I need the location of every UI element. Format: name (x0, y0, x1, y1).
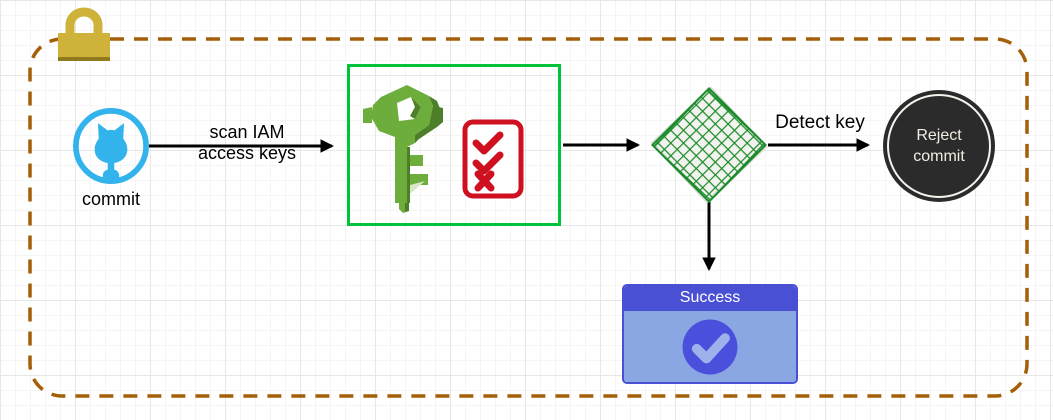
github-icon (73, 108, 149, 184)
crosshatch-diamond-icon (650, 86, 768, 204)
check-circle-icon (682, 319, 738, 374)
edge-label-scan: scan IAM access keys (166, 122, 328, 164)
edge-label-detect: Detect key (775, 112, 865, 133)
node-reject[interactable]: Reject commit (883, 90, 995, 202)
reject-inner-ring (887, 94, 991, 198)
reject-label: Reject commit (913, 125, 965, 167)
reject-label-line2: commit (913, 148, 965, 165)
scan-label-line2: access keys (197, 143, 297, 163)
iam-key-icon (363, 85, 443, 213)
boundary-dashed-border (28, 37, 1029, 398)
lock-icon (58, 7, 110, 61)
scan-label-line1: scan IAM (209, 122, 285, 142)
node-success[interactable]: Success (622, 284, 798, 384)
reject-label-line1: Reject (916, 127, 962, 144)
success-header: Success (624, 286, 796, 311)
node-decision[interactable] (644, 80, 774, 210)
node-scanner[interactable] (347, 64, 561, 226)
commit-label: commit (82, 189, 140, 209)
checklist-icon (462, 119, 524, 199)
success-body (624, 311, 796, 382)
node-commit[interactable] (71, 106, 151, 186)
